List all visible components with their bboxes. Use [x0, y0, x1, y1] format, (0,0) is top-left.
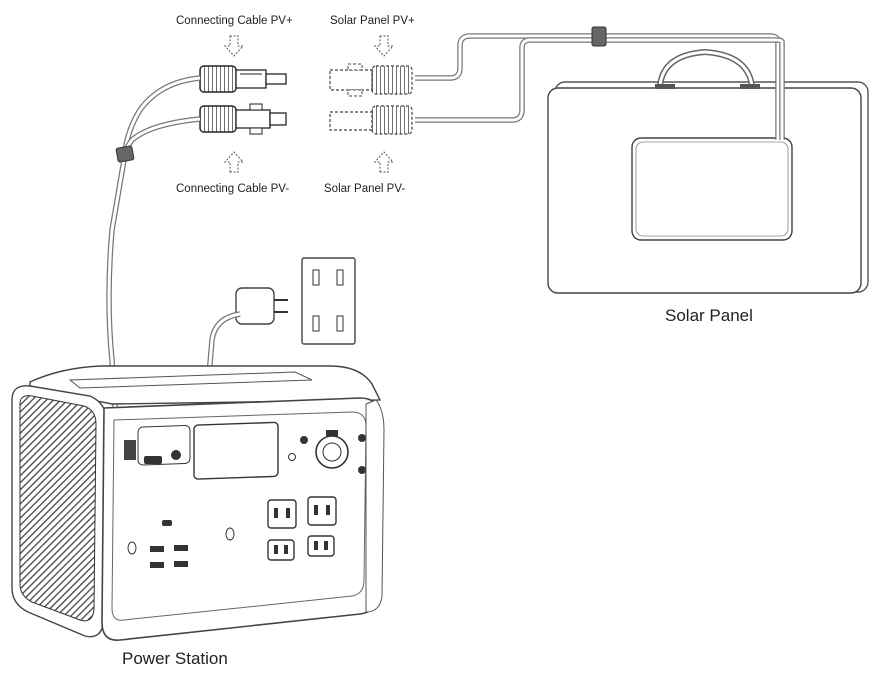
usb-ports [150, 520, 188, 568]
label-connecting-cable-pv-minus: Connecting Cable PV- [176, 183, 289, 195]
cable-clip [115, 145, 135, 163]
solar-panel-cables [415, 26, 785, 140]
mc4-connector-icon [329, 105, 413, 135]
lcd-screen [193, 421, 279, 480]
mc4-connector-icon [329, 63, 413, 97]
wall-outlet-icon [301, 257, 356, 345]
mc4-connector-icon [199, 65, 287, 93]
solar-panel-handle [657, 48, 755, 87]
arrow-up-icon [373, 151, 395, 173]
label-power-station: Power Station [122, 649, 228, 668]
label-solar-panel-pv-minus: Solar Panel PV- [324, 183, 405, 195]
speaker-grill [19, 395, 97, 622]
connecting-cable [106, 75, 201, 442]
arrow-down-icon [373, 35, 395, 57]
label-solar-panel-pv-plus: Solar Panel PV+ [330, 15, 415, 27]
power-adapter-icon [235, 287, 288, 325]
cable-clip [591, 26, 607, 47]
arrow-down-icon [223, 35, 245, 57]
arrow-up-icon [223, 151, 245, 173]
power-station [11, 365, 385, 641]
label-solar-panel: Solar Panel [665, 306, 753, 325]
solar-panel-junction-box [631, 137, 793, 241]
solar-panel [547, 48, 869, 294]
ac-outlets [267, 496, 337, 561]
mc4-connector-icon [199, 103, 287, 135]
label-connecting-cable-pv-plus: Connecting Cable PV+ [176, 15, 293, 27]
